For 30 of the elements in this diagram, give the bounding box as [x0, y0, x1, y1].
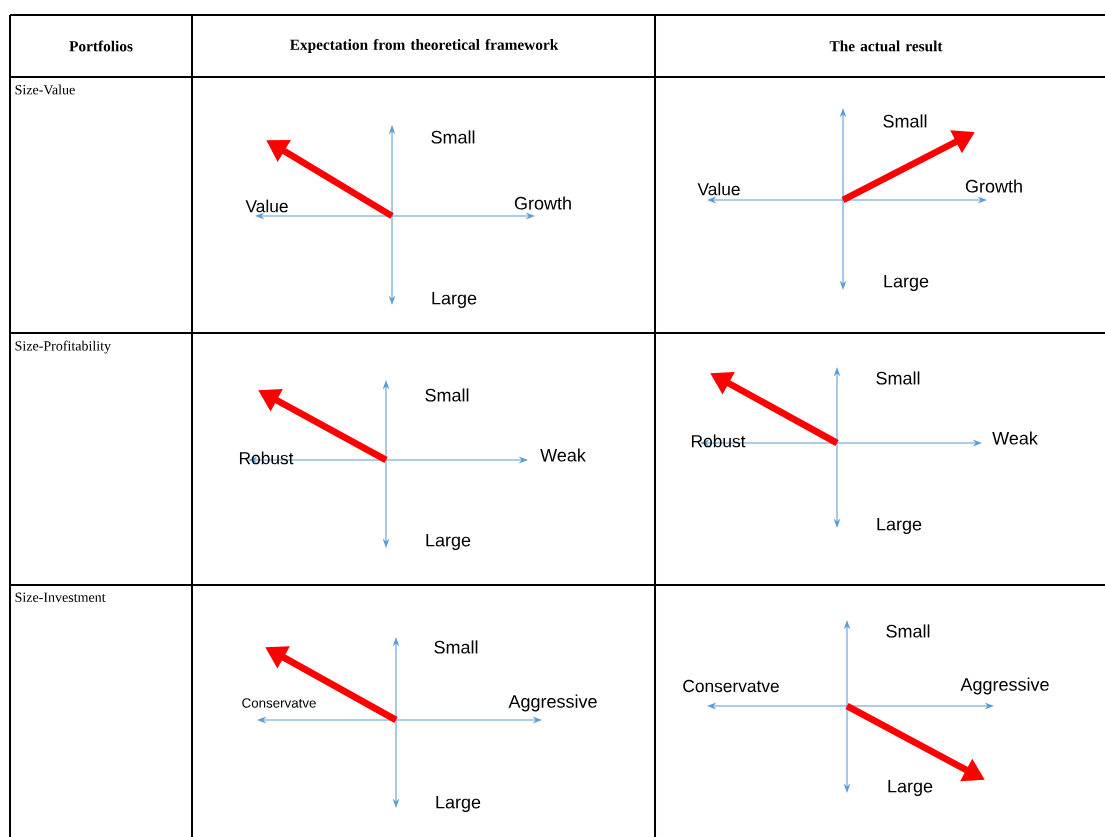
- row-header: Size-Investment: [15, 592, 106, 602]
- axis-label: Small: [876, 371, 920, 385]
- row-header: Size-Value: [15, 84, 75, 95]
- axis-label: Value: [245, 199, 288, 213]
- axis-label: Small: [434, 640, 478, 654]
- axis-label: Small: [886, 624, 930, 638]
- row-header: Size-Profitability: [15, 340, 111, 354]
- axis-label: Weak: [540, 448, 586, 462]
- axis-label: Conservatve: [242, 698, 316, 708]
- axis-label: Large: [888, 779, 933, 797]
- axis-label: Large: [432, 291, 477, 309]
- axis-label: Growth: [514, 196, 571, 210]
- axis-label: Growth: [965, 179, 1022, 193]
- axis-label: Large: [877, 517, 922, 535]
- axis-label: Large: [884, 274, 929, 292]
- axis-label: Large: [436, 795, 481, 813]
- axis-label: Robust: [239, 451, 294, 465]
- column-header: Portfolios: [69, 40, 133, 52]
- axis-label: Weak: [992, 431, 1038, 445]
- axis-label: Large: [426, 533, 471, 551]
- axis-label: Small: [883, 114, 927, 128]
- column-header: Expectation from theoretical framework: [290, 38, 559, 53]
- column-header: The actual result: [829, 40, 943, 52]
- axis-label: Aggressive: [960, 677, 1049, 695]
- axis-label: Conservatve: [683, 679, 779, 693]
- axis-label: Small: [425, 388, 469, 402]
- axis-label: Small: [431, 130, 475, 144]
- axis-label: Aggressive: [508, 694, 597, 712]
- axis-label: Value: [697, 182, 740, 196]
- axis-label: Robust: [691, 434, 746, 448]
